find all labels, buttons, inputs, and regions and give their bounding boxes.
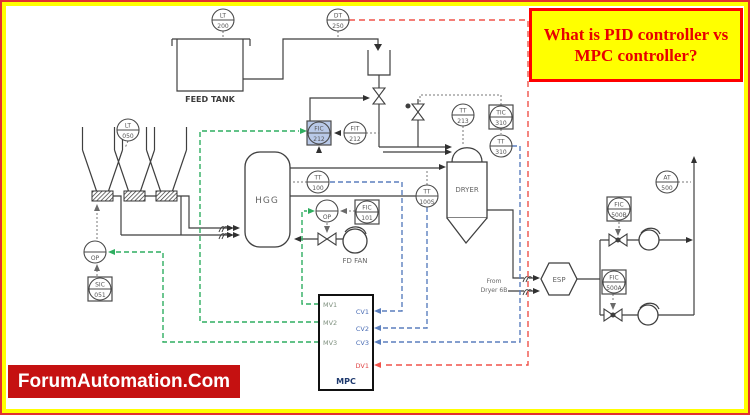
fd-fan-label: FD FAN: [342, 257, 367, 265]
id-fan-b: [637, 304, 659, 326]
svg-text:OP: OP: [323, 214, 332, 221]
fd-fan: [342, 228, 368, 254]
svg-text:FIC: FIC: [609, 275, 618, 282]
svg-text:101: 101: [361, 215, 373, 222]
svg-text:250: 250: [332, 23, 344, 30]
svg-text:FIC: FIC: [614, 202, 623, 209]
instrument-LT-200: LT 200: [211, 8, 235, 32]
instrument-FIC-500B: FIC 500B: [606, 196, 632, 222]
title-text: What is PID controller vs MPC controller…: [543, 24, 729, 65]
svg-text:FIC: FIC: [362, 205, 371, 212]
mv-signal-lines: [116, 130, 319, 343]
svg-text:DT: DT: [334, 13, 343, 20]
svg-text:050: 050: [122, 133, 134, 140]
dv-signal-line: [349, 19, 529, 366]
fd-fan-valve: [317, 231, 328, 247]
mpc-port-cv1: CV1: [356, 308, 369, 316]
svg-text:AT: AT: [663, 175, 671, 182]
id-fan-valve-b: [603, 307, 614, 323]
svg-text:100S: 100S: [419, 199, 434, 206]
mpc-port-cv2: CV2: [356, 325, 369, 333]
instrument-LT-050: LT 050: [116, 118, 140, 142]
instrument-TT-310: TT 310: [489, 134, 513, 158]
mpc-title: MPC: [336, 377, 356, 386]
svg-text:310: 310: [495, 120, 507, 127]
watermark: ForumAutomation.Com: [8, 365, 240, 398]
instrument-DT-250: DT 250: [326, 8, 350, 32]
svg-text:TIC: TIC: [495, 110, 506, 117]
feed-hopper: [367, 50, 391, 76]
instrument-FIC-212: FIC 212: [306, 120, 332, 146]
svg-text:TT: TT: [313, 175, 322, 182]
instrument-signals: [96, 31, 691, 302]
instrument-OP: OP: [83, 240, 107, 264]
arrowheads-dv: [374, 362, 381, 368]
mpc-port-mv2: MV2: [323, 319, 337, 327]
screw-feeders: [91, 190, 178, 202]
watermark-text: ForumAutomation.Com: [17, 370, 231, 392]
svg-text:FIC: FIC: [314, 126, 323, 133]
mpc-port-dv1: DV1: [356, 362, 369, 370]
arrowheads-process: [227, 44, 697, 294]
svg-text:310: 310: [495, 149, 507, 156]
svg-text:213: 213: [457, 118, 469, 125]
arrowheads-mv: [108, 128, 315, 255]
svg-text:TT: TT: [496, 139, 505, 146]
feed-tank-label: FEED TANK: [185, 95, 236, 104]
title-box: What is PID controller vs MPC controller…: [529, 8, 743, 82]
instrument-FIC-101: FIC 101: [354, 199, 380, 225]
esp-hexagon: [540, 262, 578, 296]
svg-text:051: 051: [94, 292, 106, 299]
dryer-vessel: [446, 147, 488, 245]
instrument-TT-100S: TT 100S: [415, 184, 439, 208]
hgg-label: HGG: [255, 196, 279, 206]
svg-text:500: 500: [661, 185, 673, 192]
instrument-OP: OP: [315, 199, 339, 223]
mpc-port-mv1: MV1: [323, 301, 337, 309]
svg-text:SIC: SIC: [95, 282, 105, 289]
id-fan-valve-a: [608, 232, 619, 248]
instrument-AT-500: AT 500: [655, 170, 679, 194]
fans: [342, 228, 660, 326]
instrument-SIC-051: SIC 051: [87, 276, 113, 302]
instrument-TT-100: TT 100: [306, 170, 330, 194]
mpc-port-mv3: MV3: [323, 339, 337, 347]
feed-valve: [371, 87, 387, 97]
svg-text:500A: 500A: [606, 285, 622, 292]
svg-text:100: 100: [312, 185, 324, 192]
esp-label: ESP: [552, 276, 565, 284]
id-fan-a: [638, 229, 660, 251]
svg-text:200: 200: [217, 23, 229, 30]
hgg-vessel: [244, 151, 291, 248]
svg-text:TT: TT: [422, 189, 431, 196]
bypass-valve: [410, 103, 426, 113]
svg-text:FIT: FIT: [351, 126, 360, 133]
arrowheads-cv: [374, 308, 381, 345]
valves: [317, 87, 628, 323]
feeder-hoppers: [81, 127, 188, 192]
cv-signal-lines: [330, 145, 521, 343]
instrument-layer: LT200DT250LT050FIC212FIT212TT100TT213TIC…: [83, 8, 679, 302]
dryer-label: DRYER: [455, 186, 479, 194]
arrowheads-signal: [94, 204, 621, 310]
from-dryer-label-2: Dryer 6B: [481, 287, 508, 294]
instrument-TT-213: TT 213: [451, 103, 475, 127]
svg-text:LT: LT: [220, 13, 227, 20]
instrument-TIC-310: TIC 310: [488, 104, 514, 130]
mpc-port-cv3: CV3: [356, 339, 369, 347]
svg-text:212: 212: [349, 136, 361, 143]
svg-text:OP: OP: [91, 255, 100, 262]
mpc-block: [318, 294, 374, 391]
svg-text:TT: TT: [458, 108, 467, 115]
svg-text:LT: LT: [125, 123, 132, 130]
svg-text:212: 212: [313, 136, 325, 143]
instrument-FIT-212: FIT 212: [343, 121, 367, 145]
svg-text:500B: 500B: [611, 212, 627, 219]
from-dryer-label-1: From: [487, 278, 502, 285]
instrument-FIC-500A: FIC 500A: [601, 269, 627, 295]
feed-tank: [171, 38, 251, 92]
